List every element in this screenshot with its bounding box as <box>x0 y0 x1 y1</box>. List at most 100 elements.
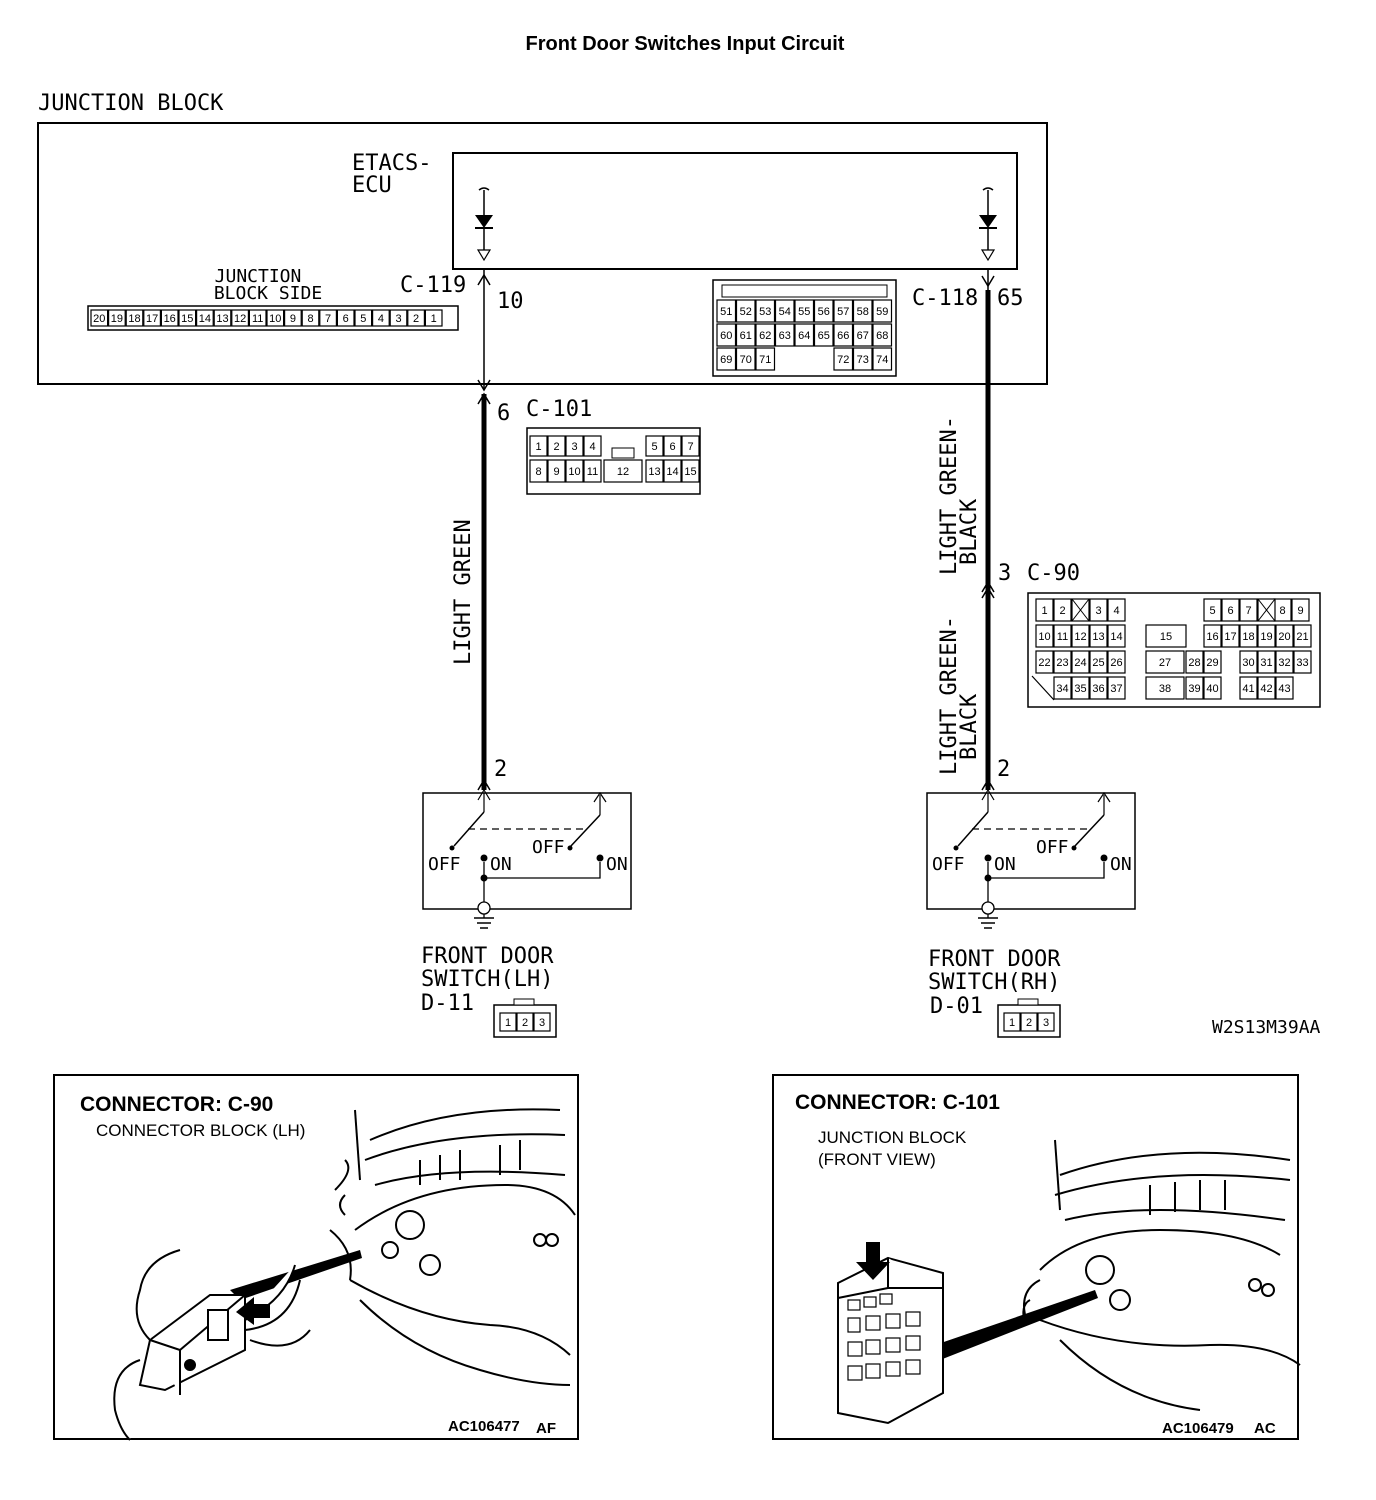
pin-label: 38 <box>1159 683 1171 695</box>
pin-label: 5 <box>651 441 657 453</box>
pin-label: 68 <box>876 330 888 342</box>
pin-label: 58 <box>857 306 869 318</box>
photo-c101-code: AC106479 <box>1162 1420 1234 1437</box>
pin-label: 4 <box>1113 605 1119 617</box>
pin-label: 15 <box>684 466 696 478</box>
connector-cavity <box>1185 650 1204 674</box>
pin-label: 2 <box>413 313 419 325</box>
connector-cavity <box>1275 650 1294 674</box>
switch-rh-name-line1: FRONT DOOR <box>928 947 1061 972</box>
pin-label: 24 <box>1074 657 1086 669</box>
pin-label: 3 <box>395 313 401 325</box>
dashboard-illustration-left <box>329 1108 576 1386</box>
connector-cavity <box>1239 676 1258 700</box>
pin-label: 14 <box>1110 631 1122 643</box>
connector-cavity <box>1221 624 1240 648</box>
switch-rh-off-label-2: OFF <box>1036 837 1069 858</box>
connector-cavity <box>178 309 197 327</box>
connector-cavity <box>735 347 756 371</box>
dashboard-illustration-right <box>1022 1139 1301 1411</box>
c119-pin-number: 10 <box>497 289 524 314</box>
ecu-box <box>452 152 1018 270</box>
pin-label: 19 <box>1260 631 1272 643</box>
connector-cavity <box>213 309 232 327</box>
pin-label: 4 <box>378 313 384 325</box>
pin-label: 73 <box>857 354 869 366</box>
connector-cavity <box>1071 650 1090 674</box>
pin-label: 17 <box>146 313 158 325</box>
pin-label: 6 <box>1227 605 1233 617</box>
pin-label: 3 <box>539 1017 545 1029</box>
pin-label: 36 <box>1092 683 1104 695</box>
pin-label: 7 <box>1245 605 1251 617</box>
connector-latch <box>721 284 888 298</box>
pin-label: 8 <box>535 466 541 478</box>
switch-rh-off-label: OFF <box>932 854 965 875</box>
pin-label: 43 <box>1278 683 1290 695</box>
connector-cavity <box>196 309 214 327</box>
front-door-switch-lh-symbol <box>422 788 632 929</box>
connector-cavity <box>833 323 854 347</box>
connector-cavity <box>755 347 776 371</box>
photo-box-c101 <box>772 1074 1299 1440</box>
pin-label: 37 <box>1110 683 1122 695</box>
connector-cavity <box>794 299 815 323</box>
front-door-switch-rh-symbol <box>926 788 1136 929</box>
wire-right-color-lower-line2: BLACK <box>957 693 982 760</box>
pin-label: 35 <box>1074 683 1086 695</box>
connector-cavity <box>833 347 854 371</box>
connector-cavity <box>389 309 408 327</box>
pin-label: 20 <box>93 313 105 325</box>
connector-c90-illustration <box>113 1249 311 1441</box>
connector-cavity <box>852 347 873 371</box>
pin-label: 11 <box>587 466 598 478</box>
pin-label: 59 <box>876 306 888 318</box>
pin-label: 9 <box>553 466 559 478</box>
connector-cavity <box>1053 650 1072 674</box>
pin-label: 13 <box>1092 631 1104 643</box>
wire-right-color-upper-line2: BLACK <box>957 498 982 565</box>
connector-cavity <box>1089 598 1108 622</box>
pin-label: 3 <box>1043 1017 1049 1029</box>
pin-label: 8 <box>307 313 313 325</box>
arrow-icon <box>236 1297 270 1325</box>
switch-rh-pin-number: 2 <box>997 757 1010 782</box>
connector-cavity <box>716 323 737 347</box>
pin-label: 71 <box>759 354 771 366</box>
connector-cavity <box>529 459 548 483</box>
connector-cavity <box>499 1012 517 1032</box>
switch-lh-off-label: OFF <box>428 854 461 875</box>
connector-cavity <box>735 299 756 323</box>
connector-cavity <box>372 309 390 327</box>
connector-cavity <box>663 435 682 457</box>
pin-label: 15 <box>181 313 193 325</box>
connector-cavity <box>1257 650 1276 674</box>
photo-c101-heading: CONNECTOR: C-101 <box>795 1091 1000 1114</box>
pin-label: 16 <box>1206 631 1218 643</box>
connector-cavity <box>1203 598 1222 622</box>
pin-label: 27 <box>1159 657 1171 669</box>
connector-cavity <box>407 309 425 327</box>
connector-latch <box>611 447 635 459</box>
pin-label: 12 <box>617 466 629 478</box>
connector-cavity <box>516 1012 534 1032</box>
pin-label: 67 <box>857 330 869 342</box>
connector-cavity <box>547 435 566 457</box>
switch-rh-name-line2: SWITCH(RH) <box>928 970 1060 995</box>
junction-side-label-line1: JUNCTION <box>215 266 302 287</box>
connector-cavity <box>1145 624 1187 648</box>
connector-cavity <box>852 323 873 347</box>
pin-label: 6 <box>343 313 349 325</box>
pin-label: 5 <box>1209 605 1215 617</box>
connector-cavity <box>231 309 250 327</box>
pin-label: 10 <box>568 466 580 478</box>
pin-label: 13 <box>648 466 660 478</box>
pointer-beam-right <box>935 1290 1098 1360</box>
pin-label: 61 <box>740 330 752 342</box>
pin-label: 19 <box>111 313 123 325</box>
connector-cavity <box>813 323 834 347</box>
photo-c101-code-suffix: AC <box>1254 1420 1276 1437</box>
connector-cavity <box>833 299 854 323</box>
